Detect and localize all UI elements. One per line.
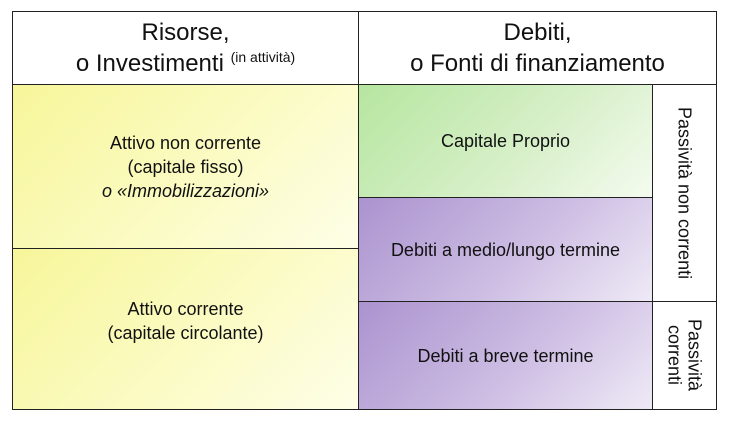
long-term-debt-box: Debiti a medio/lungo termine (358, 197, 653, 302)
current-liabilities-side: Passività correnti (652, 301, 717, 410)
non-current-assets-fixed-assets: o «Immobilizzazioni» (101, 180, 270, 201)
current-assets-box: Attivo corrente (capitale circolante) (12, 248, 359, 410)
header-resources: Risorse, o Investimenti (in attività) (12, 11, 359, 85)
header-liabilities: Debiti, o Fonti di finanziamento (358, 11, 717, 85)
non-current-assets-fixed-capital: (capitale fisso) (127, 156, 244, 177)
non-current-assets-label: Attivo non corrente (109, 132, 262, 153)
current-assets-label: Attivo corrente (127, 299, 244, 319)
header-resources-subtitle: o Investimenti (in attività) (76, 48, 295, 79)
equity-box: Capitale Proprio (358, 84, 653, 198)
non-current-liabilities-label: Passività non correnti (674, 106, 695, 280)
header-liabilities-title: Debiti, (503, 19, 572, 46)
non-current-assets-box: Attivo non corrente (capitale fisso) o «… (12, 84, 359, 249)
header-resources-title: Risorse, (141, 19, 230, 46)
long-term-debt-label: Debiti a medio/lungo termine (390, 239, 621, 260)
equity-label: Capitale Proprio (440, 131, 571, 151)
header-resources-note: (in attività) (230, 49, 296, 65)
short-term-debt-label: Debiti a breve termine (417, 345, 594, 366)
current-liabilities-line2: correnti (664, 325, 685, 386)
current-liabilities-line1: Passività (684, 319, 705, 392)
header-resources-investments: o Investimenti (75, 50, 224, 77)
header-liabilities-subtitle: o Fonti di finanziamento (410, 50, 665, 77)
current-liabilities-label: Passività correnti (665, 319, 705, 391)
short-term-debt-box: Debiti a breve termine (358, 301, 653, 410)
current-assets-working-capital: (capitale circolante) (107, 323, 264, 343)
non-current-liabilities-side: Passività non correnti (652, 84, 717, 302)
